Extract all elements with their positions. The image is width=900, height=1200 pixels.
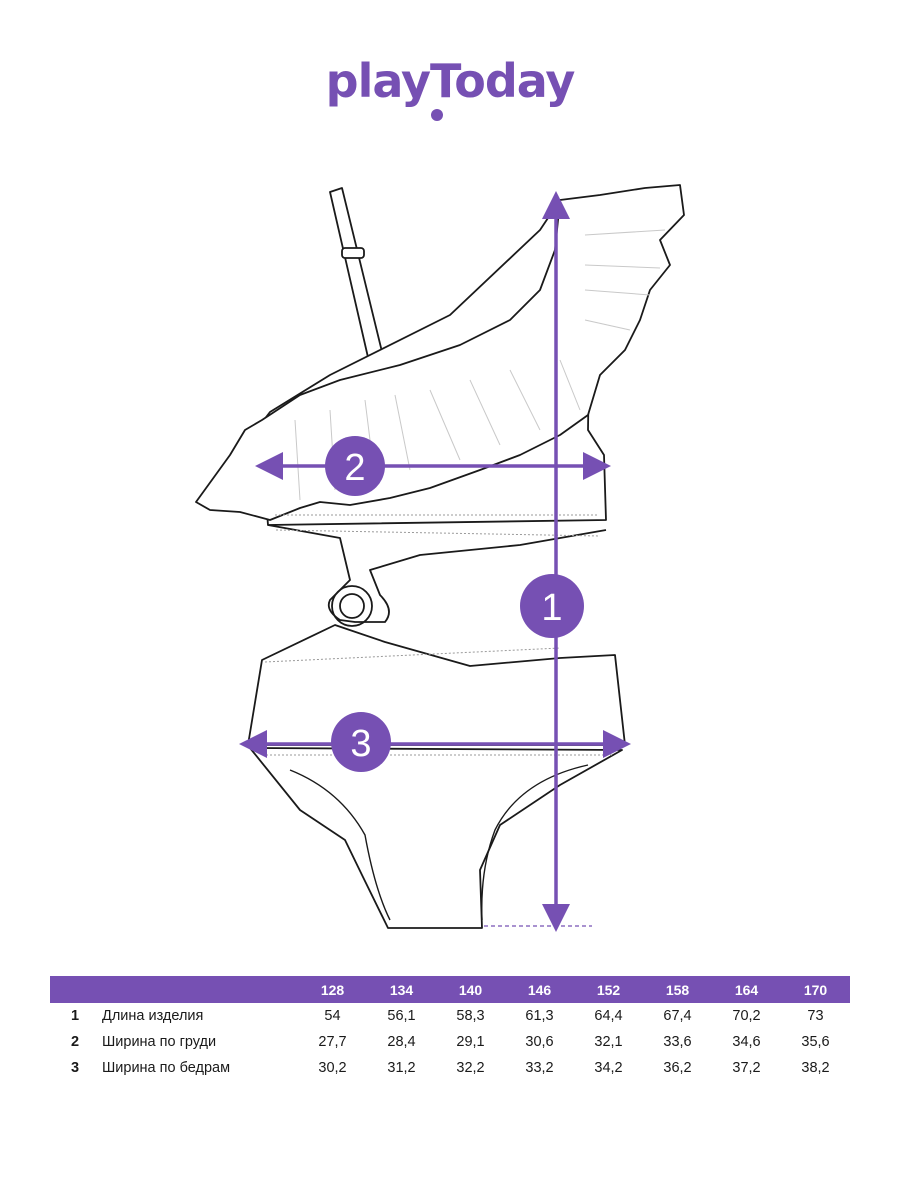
table-cell: 27,7 (318, 1034, 347, 1050)
row-number: 3 (70, 1060, 80, 1076)
marker-3-label: 3 (350, 723, 371, 765)
table-cell: 56,1 (387, 1008, 416, 1024)
measure-chest: 2 (255, 436, 611, 496)
garment-outline (195, 184, 685, 929)
size-table: 128 134 140 146 152 158 164 170 1 Длина … (50, 976, 850, 1081)
table-row: 3 Ширина по бедрам 30,2 31,2 32,2 33,2 3… (50, 1055, 850, 1081)
table-cell: 34,6 (732, 1034, 761, 1050)
brand-logo-dot (431, 109, 443, 121)
row-number: 2 (70, 1034, 80, 1050)
row-number: 1 (70, 1008, 80, 1024)
table-cell: 32,2 (456, 1060, 485, 1076)
table-cell: 73 (807, 1008, 824, 1024)
size-header-cell: 140 (436, 976, 505, 1003)
size-header-cell: 146 (505, 976, 574, 1003)
measure-hip: 3 (239, 712, 631, 772)
table-cell: 38,2 (801, 1060, 830, 1076)
table-cell: 54 (324, 1008, 341, 1024)
row-label: Длина изделия (102, 1008, 204, 1024)
table-row: 1 Длина изделия 54 56,1 58,3 61,3 64,4 6… (50, 1003, 850, 1029)
table-cell: 58,3 (456, 1008, 485, 1024)
size-header-cell: 164 (712, 976, 781, 1003)
brand-logo: playToday (326, 54, 576, 121)
table-cell: 64,4 (594, 1008, 623, 1024)
size-header-cell: 158 (643, 976, 712, 1003)
marker-1 (520, 574, 584, 638)
table-cell: 70,2 (732, 1008, 761, 1024)
brand-logo-text: playToday (326, 54, 576, 108)
size-header-cell: 170 (781, 976, 850, 1003)
swimsuit-sketch: 1 2 3 (195, 184, 685, 932)
marker-2-label: 2 (344, 447, 365, 489)
size-header-cell: 128 (298, 976, 367, 1003)
table-cell: 32,1 (594, 1034, 623, 1050)
table-cell: 37,2 (732, 1060, 761, 1076)
table-cell: 29,1 (456, 1034, 485, 1050)
table-cell: 28,4 (387, 1034, 416, 1050)
marker-2 (325, 436, 385, 496)
table-cell: 30,6 (525, 1034, 554, 1050)
table-cell: 61,3 (525, 1008, 554, 1024)
table-row: 2 Ширина по груди 27,7 28,4 29,1 30,6 32… (50, 1029, 850, 1055)
marker-3 (331, 712, 391, 772)
measure-length: 1 (484, 191, 592, 932)
table-cell: 34,2 (594, 1060, 623, 1076)
size-header-cell: 134 (367, 976, 436, 1003)
row-label: Ширина по бедрам (102, 1060, 231, 1076)
table-cell: 30,2 (318, 1060, 347, 1076)
row-label: Ширина по груди (102, 1034, 217, 1050)
table-cell: 33,2 (525, 1060, 554, 1076)
table-cell: 36,2 (663, 1060, 692, 1076)
marker-1-label: 1 (541, 587, 562, 629)
table-cell: 31,2 (387, 1060, 416, 1076)
table-cell: 33,6 (663, 1034, 692, 1050)
table-cell: 67,4 (663, 1008, 692, 1024)
size-table-header: 128 134 140 146 152 158 164 170 (50, 976, 850, 1003)
size-header-cell: 152 (574, 976, 643, 1003)
table-cell: 35,6 (801, 1034, 830, 1050)
